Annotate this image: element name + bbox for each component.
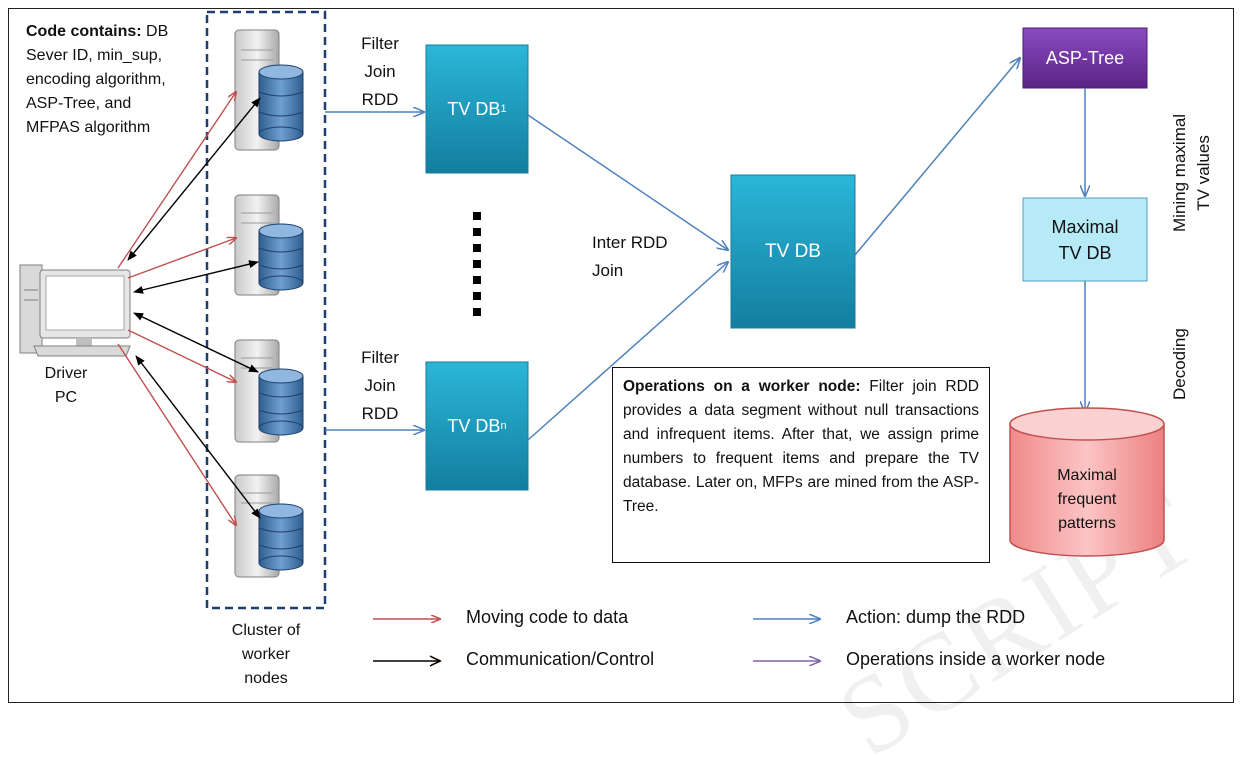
- worker-server-icon: [234, 474, 304, 578]
- maximal-patterns-label: Maximal frequent patterns: [1030, 464, 1144, 536]
- ops-text: Filter join RDD provides a data segment …: [623, 378, 980, 515]
- mining-line2: TV values: [1194, 135, 1213, 211]
- filter-top-line2: Join: [364, 62, 396, 81]
- maximal-tvdb-box: [1022, 197, 1148, 282]
- decoding-label: Decoding: [1170, 328, 1189, 400]
- mining-maximal-label: Mining maximal TV values: [1168, 114, 1216, 232]
- filter-top-line1: Filter: [361, 34, 399, 53]
- inter-rdd-join-label: Inter RDD Join: [592, 229, 668, 285]
- inter-rdd-line2: Join: [592, 261, 624, 280]
- tvdb1-label-main: TV DB: [447, 98, 501, 119]
- mining-line1: Mining maximal: [1170, 113, 1189, 232]
- cluster-label: Cluster of worker nodes: [216, 619, 316, 691]
- code-contains-note: Code contains: DB Sever ID, min_sup, enc…: [26, 20, 176, 140]
- code-note-text: DB Sever ID, min_sup, encoding algorithm…: [26, 23, 169, 136]
- filter-bottom-line1: Filter: [361, 348, 399, 367]
- worker-operations-note: Operations on a worker node: Filter join…: [612, 367, 990, 563]
- tvdbn-box: [425, 361, 529, 491]
- cluster-boundary: [205, 10, 327, 610]
- worker-server-icon: [234, 29, 304, 151]
- worker-server-icon: [234, 194, 304, 296]
- driver-label-line2: PC: [54, 389, 78, 406]
- maximal-patterns-line3: patterns: [1058, 515, 1116, 532]
- arrow-tvdb-to-asptree: [854, 58, 1020, 256]
- legend-communication: Communication/Control: [466, 649, 655, 669]
- diagram-graphics: [19, 10, 1165, 667]
- tvdbn-label-main: TV DB: [447, 415, 501, 436]
- driver-pc-icon: [19, 264, 131, 357]
- diagram-canvas: SCRIPT: [8, 8, 1234, 780]
- maximal-tvdb-line2: TV DB: [1058, 242, 1112, 263]
- legend-operations: Operations inside a worker node: [846, 649, 1106, 669]
- tvdbn-label-sub: n: [500, 420, 507, 432]
- asp-tree-box: [1022, 27, 1148, 89]
- filter-join-rdd-bottom: Filter Join RDD: [356, 344, 404, 428]
- maximal-patterns-line2: frequent: [1057, 491, 1117, 508]
- driver-label: Driver PC: [44, 362, 88, 410]
- ellipsis-dots: [473, 212, 481, 316]
- cluster-label-line1: Cluster of: [231, 622, 301, 639]
- filter-bottom-line3: RDD: [361, 404, 399, 423]
- legend-moving-code: Moving code to data: [466, 607, 629, 627]
- tvdb-box: [730, 174, 856, 329]
- communication-arrows: [127, 97, 261, 519]
- arrow-tvdb1-to-tvdb: [527, 114, 728, 250]
- inter-rdd-line1: Inter RDD: [592, 233, 668, 252]
- code-note-heading: Code contains:: [26, 23, 142, 40]
- worker-server-icon: [234, 339, 304, 443]
- cluster-label-line2: worker: [241, 646, 290, 663]
- tvdb1-box: [425, 44, 529, 174]
- cluster-label-line3: nodes: [244, 670, 288, 687]
- maximal-patterns-line1: Maximal: [1057, 467, 1117, 484]
- ops-heading: Operations on a worker node:: [623, 378, 861, 395]
- maximal-tvdb-label: Maximal TV DB: [1023, 198, 1147, 281]
- arrow-tvdbn-to-tvdb: [527, 262, 728, 441]
- maximal-tvdb-line1: Maximal: [1051, 216, 1119, 237]
- filter-bottom-line2: Join: [364, 376, 396, 395]
- maximal-patterns-cylinder: [1009, 407, 1165, 557]
- legend-black-arrowhead: [429, 655, 442, 667]
- driver-label-line1: Driver: [44, 365, 88, 382]
- moving-code-arrows: [117, 92, 236, 525]
- tvdb-label: TV DB: [765, 240, 821, 262]
- legend-action: Action: dump the RDD: [846, 607, 1026, 627]
- filter-top-line3: RDD: [361, 90, 399, 109]
- tvdb1-label-sub: 1: [500, 103, 507, 115]
- asp-tree-label: ASP-Tree: [1045, 47, 1125, 68]
- filter-join-rdd-top: Filter Join RDD: [356, 30, 404, 114]
- diagram-frame: [8, 8, 1234, 703]
